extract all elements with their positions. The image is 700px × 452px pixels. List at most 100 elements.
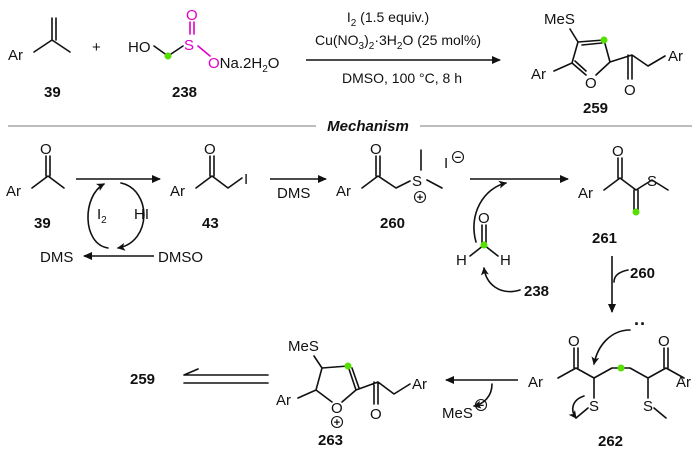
- compound-label-39: 39: [44, 84, 61, 101]
- carbonyl-oxygen-left: O: [568, 333, 580, 350]
- iodide-counterion-label: I: [444, 155, 448, 172]
- mech-compound-43: O Ar I 43: [170, 141, 248, 232]
- mechanism-divider: Mechanism: [8, 118, 692, 135]
- aryl-group-label: Ar: [336, 183, 351, 200]
- aryl-group-label: Ar: [170, 183, 185, 200]
- thioether-sulfur-right: S: [643, 398, 653, 415]
- cycle-curve-left: [87, 183, 109, 249]
- aryl-group-label: Ar: [276, 392, 291, 409]
- condition-solvent-temp-time: DMSO, 100 °C, 8 h: [342, 70, 462, 86]
- compound-label-263: 263: [318, 432, 343, 449]
- iodine-label: I2: [97, 206, 107, 226]
- thioether-sulfur-left: S: [589, 398, 599, 415]
- aryl-group-label: Ar: [8, 47, 23, 64]
- mechanism-heading: Mechanism: [327, 118, 409, 135]
- carbonyl-oxygen-label: O: [204, 141, 216, 158]
- compound-label-238: 238: [524, 283, 549, 300]
- sulfinate-oxygen-label: ONa.2H2O: [208, 55, 279, 75]
- mech-compound-263: MeS Ar O + O Ar 263: [276, 338, 427, 449]
- compound-label-262: 262: [598, 433, 623, 450]
- compound-label-39: 39: [34, 215, 51, 232]
- formaldehyde-238: O H H 238: [456, 175, 569, 300]
- highlighted-carbon-dot: [632, 208, 640, 216]
- negative-charge-sign: −: [455, 152, 461, 164]
- dmso-label: DMSO: [158, 249, 203, 266]
- mes-release-curve: [473, 383, 493, 409]
- nucleophilic-attack-curve: [473, 180, 507, 243]
- aryl-group-label: Ar: [578, 185, 593, 202]
- carbonyl-oxygen-label: O: [370, 406, 382, 423]
- compound-label-43: 43: [202, 215, 219, 232]
- formaldehyde-hydrogen-right: H: [500, 252, 511, 269]
- cyclization-attack-curve: [591, 329, 631, 365]
- methylthio-label: MeS: [544, 11, 575, 28]
- mech-compound-262: O O Ar Ar S S ·· 262: [528, 314, 691, 450]
- ring-oxygen-label: O: [585, 75, 597, 92]
- compound-label-261: 261: [592, 230, 617, 247]
- mech-compound-39: O Ar 39: [6, 141, 65, 232]
- aryl-group-left: Ar: [528, 374, 543, 391]
- positive-charge-circle: [330, 415, 344, 429]
- negative-charge-circle: [451, 150, 465, 164]
- carbonyl-oxygen-right: O: [658, 333, 670, 350]
- aryl-group-label: Ar: [6, 183, 21, 200]
- thioether-sulfur-label: S: [647, 173, 657, 190]
- carbonyl-oxygen-label: O: [40, 141, 52, 158]
- product-aryl-left: Ar: [531, 66, 546, 83]
- elimination-step: MeS −: [442, 376, 518, 422]
- highlighted-carbon-dot: [617, 364, 625, 372]
- carbonyl-oxygen-label: O: [624, 82, 636, 99]
- final-product-label-259: 259: [130, 371, 155, 388]
- reagent-label-260: 260: [630, 265, 655, 282]
- hydrogen-iodide-label: HI: [134, 206, 149, 223]
- negative-charge-sign: −: [478, 400, 484, 412]
- dms-step: DMS: [270, 175, 327, 202]
- hydroxy-label: HO: [128, 39, 151, 56]
- positive-charge-sign: +: [334, 417, 340, 429]
- aryl-group-right: Ar: [676, 374, 691, 391]
- sulfinyl-oxygen-label: O: [186, 7, 198, 24]
- formaldehyde-source-curve: [480, 267, 521, 293]
- compound-label-238: 238: [172, 84, 197, 101]
- product-aryl-right: Ar: [668, 48, 683, 65]
- equilibrium-arrow-top: [183, 368, 269, 376]
- compound-238-sulfinate: HO S O ONa.2H2O 238: [128, 7, 279, 101]
- dms-label: DMS: [40, 249, 73, 266]
- plus-sign: +: [92, 39, 101, 56]
- mech-compound-260: O Ar S + I − 260: [336, 141, 465, 232]
- iodination-cycle: I2 HI DMS DMSO: [40, 175, 203, 266]
- product-259-furan: MeS Ar O O Ar 259: [531, 11, 683, 117]
- compound-39-top: Ar 39: [8, 17, 71, 101]
- sulfur-label: S: [184, 37, 194, 54]
- top-conditions: I2 (1.5 equiv.) Cu(NO3)2·3H2O (25 mol%) …: [306, 9, 501, 86]
- mech-compound-261: O Ar S 261: [578, 143, 669, 247]
- negative-charge-circle: [474, 398, 488, 412]
- highlighted-carbon-dot: [480, 241, 488, 249]
- highlighted-carbon-dot: [600, 36, 608, 44]
- carbonyl-oxygen-label: O: [370, 141, 382, 158]
- compound-label-259: 259: [583, 100, 608, 117]
- aryl-group-right: Ar: [412, 376, 427, 393]
- formaldehyde-oxygen-label: O: [478, 210, 490, 227]
- methylthio-label: MeS: [288, 338, 319, 355]
- step-261-to-262: 260: [608, 256, 655, 313]
- cycle-curve-right: [117, 182, 145, 251]
- final-step: 259: [130, 368, 269, 388]
- methylthiolate-label: MeS: [442, 405, 473, 422]
- positive-charge-circle: [413, 190, 427, 204]
- positive-charge-sign: +: [417, 192, 423, 204]
- sulfonium-sulfur-label: S: [412, 173, 422, 190]
- condition-copper-nitrate: Cu(NO3)2·3H2O (25 mol%): [315, 32, 481, 52]
- lone-pair-dots: ··: [634, 314, 646, 334]
- condition-iodine: I2 (1.5 equiv.): [347, 9, 429, 29]
- iodide-substituent-label: I: [244, 171, 248, 188]
- formaldehyde-hydrogen-left: H: [456, 252, 467, 269]
- highlighted-carbon-dot: [164, 52, 172, 60]
- highlighted-carbon-dot: [344, 362, 352, 370]
- compound-label-260: 260: [380, 215, 405, 232]
- dms-reagent-label: DMS: [277, 185, 310, 202]
- oxonium-oxygen-label: O: [331, 400, 343, 417]
- reagent-260-curve: [613, 269, 629, 283]
- carbonyl-oxygen-label: O: [612, 143, 624, 160]
